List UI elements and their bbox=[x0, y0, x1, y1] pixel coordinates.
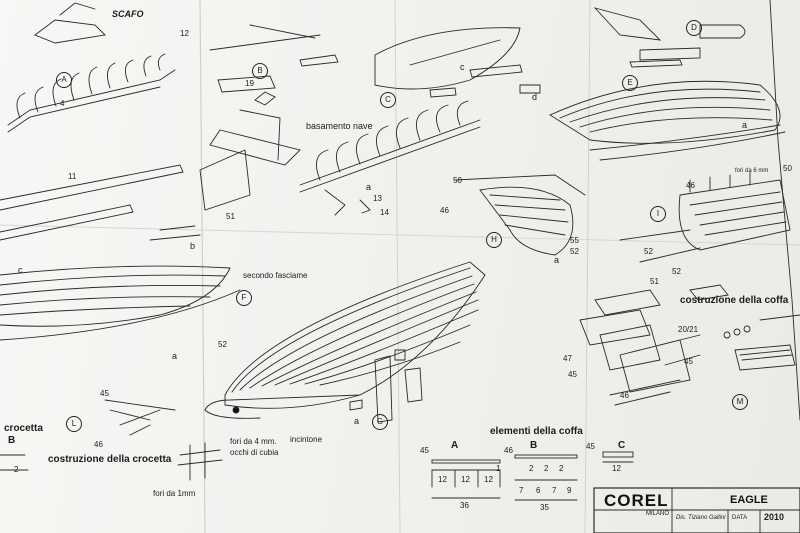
coffa-b-label: B bbox=[530, 440, 538, 451]
view-marker-d: D bbox=[686, 20, 702, 36]
coffa-b-dim: 9 bbox=[567, 486, 572, 495]
part-number: 52 bbox=[644, 247, 653, 256]
label-secondo-fasciame: secondo fasciame bbox=[243, 271, 308, 280]
part-letter: a bbox=[354, 416, 360, 426]
label-fori-1mm: fori da 1mm bbox=[153, 489, 196, 498]
part-number: 46 bbox=[620, 391, 629, 400]
coffa-a-part: 45 bbox=[420, 446, 429, 455]
label-crocetta-b: B bbox=[8, 435, 16, 446]
part-number: 19 bbox=[245, 79, 254, 88]
designer: Dis. Tiziano Gallini bbox=[676, 515, 726, 521]
view-marker-e: E bbox=[622, 75, 638, 91]
part-number: 4 bbox=[60, 99, 65, 108]
part-letter: a bbox=[172, 351, 178, 361]
coffa-a-total: 36 bbox=[460, 501, 469, 510]
coffa-b-total: 35 bbox=[540, 503, 549, 512]
coffa-b-top: 2 bbox=[544, 464, 549, 473]
part-number: 47 bbox=[563, 354, 572, 363]
label-costruzione-crocetta: costruzione della crocetta bbox=[48, 454, 172, 465]
view-marker-h: H bbox=[486, 232, 502, 248]
part-letter: d bbox=[532, 92, 538, 102]
part-number: 46 bbox=[686, 181, 695, 190]
part-number: 45 bbox=[568, 370, 577, 379]
part-number: 55 bbox=[570, 236, 579, 245]
coffa-a-dim: 12 bbox=[438, 475, 447, 484]
part-number: 50 bbox=[453, 176, 462, 185]
part-number: 46 bbox=[94, 440, 103, 449]
coffa-a-dim: 12 bbox=[484, 475, 493, 484]
view-marker-m: M bbox=[732, 394, 748, 410]
part-number: 11 bbox=[68, 172, 77, 181]
part-number: 13 bbox=[373, 194, 382, 203]
label-basamento: basamento nave bbox=[306, 121, 373, 131]
label-elementi-coffa: elementi della coffa bbox=[490, 426, 583, 437]
label-fori-4mm: fori da 4 mm. bbox=[230, 437, 277, 446]
brand-city: MILANO bbox=[646, 511, 670, 517]
part-number: 45 bbox=[684, 357, 693, 366]
year: 2010 bbox=[764, 512, 785, 522]
label-crocetta: crocetta bbox=[4, 423, 43, 434]
part-number: 52 bbox=[672, 267, 681, 276]
coffa-b-dim: 6 bbox=[536, 486, 541, 495]
part-number: 12 bbox=[180, 29, 189, 38]
part-number: 51 bbox=[650, 277, 659, 286]
part-number: 46 bbox=[440, 206, 449, 215]
coffa-c-label: C bbox=[618, 440, 626, 451]
coffa-b-dim: 7 bbox=[519, 486, 524, 495]
part-letter: c bbox=[460, 62, 465, 72]
label-occhi-cubia: occhi di cubia bbox=[230, 448, 279, 457]
view-marker-l: L bbox=[66, 416, 82, 432]
view-marker-a: A bbox=[56, 72, 72, 88]
view-marker-b: B bbox=[252, 63, 268, 79]
view-marker-c: C bbox=[380, 92, 396, 108]
view-marker-f: F bbox=[236, 290, 252, 306]
coffa-b-dim: 7 bbox=[552, 486, 557, 495]
label-scafo: SCAFO bbox=[112, 9, 144, 19]
part-number: 45 bbox=[100, 389, 109, 398]
coffa-a-end: 1 bbox=[496, 464, 501, 473]
part-number: 14 bbox=[380, 208, 389, 217]
coffa-a-dim: 12 bbox=[461, 475, 470, 484]
part-number: 50 bbox=[783, 164, 792, 173]
coffa-b-part: 46 bbox=[504, 446, 513, 455]
coffa-b-top: 2 bbox=[529, 464, 534, 473]
date-label: DATA bbox=[732, 515, 748, 521]
coffa-c-part: 45 bbox=[586, 442, 595, 451]
view-marker-g: G bbox=[372, 414, 388, 430]
brand-logo: COREL bbox=[604, 491, 669, 510]
model-name: EAGLE bbox=[730, 494, 768, 506]
label-incintone: incintone bbox=[290, 435, 323, 444]
part-number: 20/21 bbox=[678, 325, 699, 334]
view-marker-i: I bbox=[650, 206, 666, 222]
part-letter: a bbox=[742, 120, 748, 130]
coffa-a-label: A bbox=[451, 440, 459, 451]
part-letter: b bbox=[190, 241, 196, 251]
coffa-c-dim: 12 bbox=[612, 464, 621, 473]
part-number: 51 bbox=[226, 212, 235, 221]
label-costruzione-coffa: costruzione della coffa bbox=[680, 295, 789, 306]
part-letter: a bbox=[554, 255, 560, 265]
coffa-b-top: 2 bbox=[559, 464, 564, 473]
part-letter: a bbox=[366, 182, 372, 192]
part-number: 52 bbox=[570, 247, 579, 256]
part-number: 2 bbox=[14, 465, 19, 474]
label-fori-6mm: fori da 6 mm bbox=[735, 168, 769, 174]
part-letter: c bbox=[18, 265, 23, 275]
part-number: 52 bbox=[218, 340, 227, 349]
